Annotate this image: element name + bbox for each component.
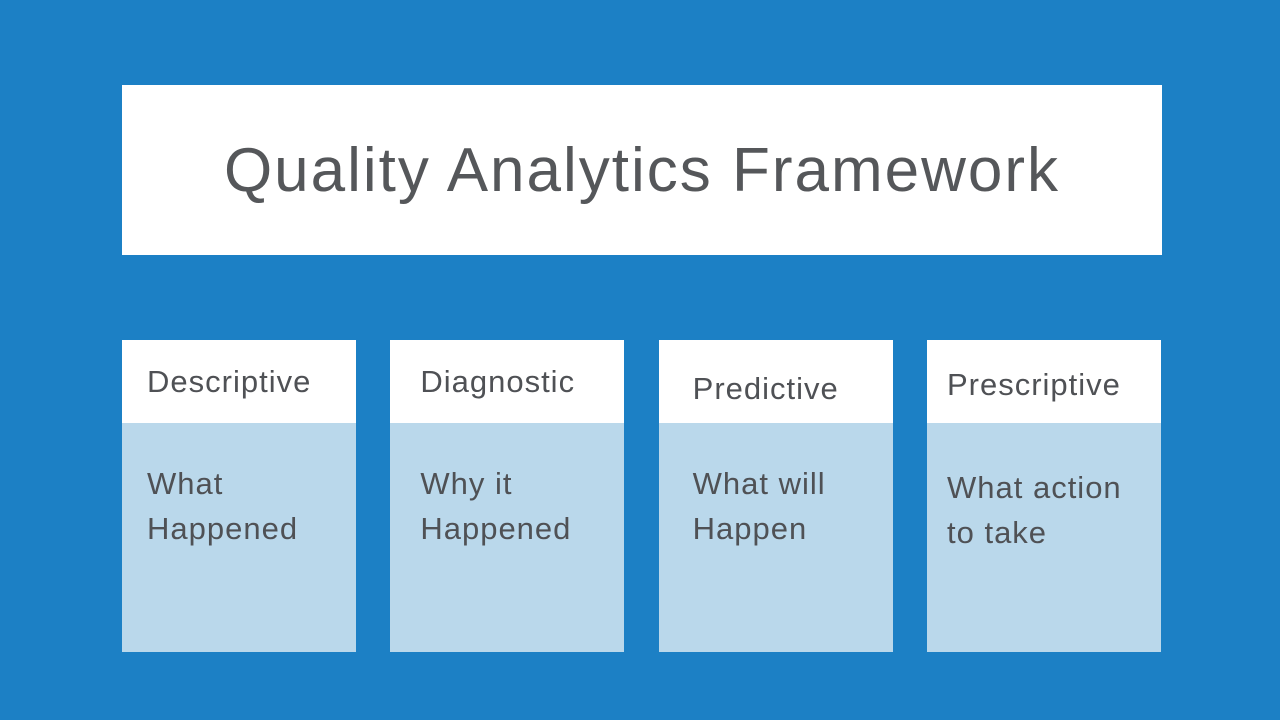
card-description-line: to take (946, 515, 1048, 550)
card-description-line: Happened (420, 511, 572, 546)
card-description-line: What will (692, 466, 826, 501)
card-description-line: What (147, 466, 224, 501)
card-diagnostic: Diagnostic Why it Happened (390, 340, 625, 652)
card-header: Prescriptive (926, 340, 1161, 423)
card-descriptive: Descriptive What Happened (122, 340, 356, 652)
card-body: What will Happen (659, 423, 893, 652)
card-label-descriptive: Descriptive (147, 364, 312, 399)
card-description-line: Happened (147, 511, 299, 546)
title-banner: Quality Analytics Framework (122, 85, 1162, 255)
card-label-prescriptive: Prescriptive (946, 367, 1121, 402)
card-body: Why it Happened (390, 423, 624, 652)
card-description-line: Why it (420, 466, 513, 501)
cards-row: Descriptive What Happened Diagnostic Why… (122, 340, 1161, 652)
card-body: What action to take (927, 423, 1161, 652)
card-header: Predictive (658, 340, 893, 423)
card-description-line: What action (946, 470, 1122, 505)
card-predictive: Predictive What will Happen (658, 340, 893, 652)
card-prescriptive: Prescriptive What action to take (926, 340, 1161, 652)
card-description-line: Happen (692, 511, 808, 546)
card-body: What Happened (122, 423, 356, 652)
card-label-predictive: Predictive (692, 371, 839, 406)
slide-title: Quality Analytics Framework (223, 135, 1061, 205)
card-header: Descriptive (122, 340, 356, 423)
card-header: Diagnostic (390, 340, 625, 423)
card-label-diagnostic: Diagnostic (420, 364, 576, 399)
